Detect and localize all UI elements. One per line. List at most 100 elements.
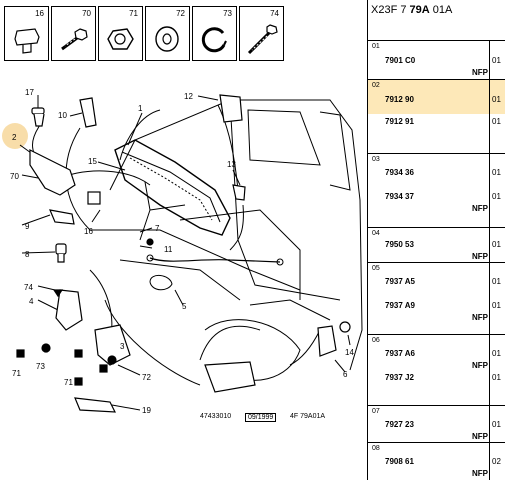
diagram-reference: 47433010: [200, 413, 232, 420]
column-divider: [489, 41, 490, 79]
thumb-70[interactable]: 70: [51, 6, 96, 61]
callout-2: 2: [12, 133, 17, 142]
part-qty: 01: [492, 420, 501, 429]
column-divider: [489, 114, 490, 153]
nfp-flag: NFP: [472, 469, 488, 478]
callout-12: 12: [184, 92, 193, 101]
header-bold: 79A: [409, 4, 430, 16]
part-code: 7937 A9: [385, 301, 415, 310]
part-code: 7937 A6: [385, 349, 415, 358]
column-divider: [489, 335, 490, 405]
header-prefix: X23F 7: [371, 4, 410, 16]
group-id: 04: [372, 230, 380, 237]
nut-icon: [107, 28, 134, 50]
group-id: 07: [372, 408, 380, 415]
callout-8: 8: [25, 250, 30, 259]
thumb-number: 70: [82, 9, 91, 18]
thumb-number: 16: [35, 9, 44, 18]
panel-header: X23F 7 79A 01A: [368, 0, 505, 20]
part-code: 7934 36: [385, 168, 414, 177]
part-group-08[interactable]: 08 7908 61 02 NFP: [368, 442, 505, 480]
part-group-05[interactable]: 05 7937 A5 01 7937 A9 01 NFP: [368, 262, 505, 334]
callout-70: 70: [10, 172, 19, 181]
diagram-drawing: [16, 94, 363, 413]
part-qty: 02: [492, 457, 501, 466]
column-divider: [489, 406, 490, 442]
part-qty: 01: [492, 277, 501, 286]
nfp-flag: NFP: [472, 68, 488, 77]
thumb-number: 74: [270, 9, 279, 18]
thumb-73[interactable]: 73: [192, 6, 237, 61]
parts-list-panel: X23F 7 79A 01A 01 7901 C0 01 NFP 02 7912 …: [367, 0, 505, 480]
group-id: 02: [372, 82, 380, 89]
part-code: 7950 53: [385, 240, 414, 249]
callout-10: 10: [58, 111, 67, 120]
callout-5: 5: [182, 302, 187, 311]
screw-icon: [61, 28, 88, 51]
nfp-flag: NFP: [472, 252, 488, 261]
thumb-number: 71: [129, 9, 138, 18]
thumb-16[interactable]: 16: [4, 6, 49, 61]
callout-13: 13: [227, 160, 236, 169]
spring-washer-icon: [201, 27, 227, 53]
callout-19: 19: [142, 406, 151, 415]
column-divider: [489, 80, 490, 114]
group-id: 08: [372, 445, 380, 452]
part-code: 7937 J2: [385, 373, 414, 382]
callout-73: 73: [36, 362, 45, 371]
part-qty: 01: [492, 301, 501, 310]
part-code: 7912 90: [385, 95, 414, 104]
column-divider: [489, 228, 490, 262]
part-group-01[interactable]: 01 7901 C0 01 NFP: [368, 40, 505, 79]
callout-1: 1: [138, 104, 143, 113]
part-qty: 01: [492, 95, 501, 104]
part-code: 7901 C0: [385, 56, 416, 65]
part-qty: 01: [492, 117, 501, 126]
group-id: 03: [372, 156, 380, 163]
exploded-parts-diagram: 16 70 71 72: [2, 6, 363, 422]
column-divider: [489, 154, 490, 227]
thumb-72[interactable]: 72: [145, 6, 190, 61]
callout-7: 7: [155, 224, 160, 233]
thumb-number: 72: [176, 9, 185, 18]
part-qty: 01: [492, 373, 501, 382]
callout-3: 3: [120, 342, 125, 351]
part-qty: 01: [492, 240, 501, 249]
callout-16: 16: [84, 227, 93, 236]
callout-17: 17: [25, 88, 34, 97]
part-group-04[interactable]: 04 7950 53 01 NFP: [368, 227, 505, 262]
callout-9: 9: [25, 222, 30, 231]
column-divider: [489, 263, 490, 334]
group-id: 05: [372, 265, 380, 272]
clip-icon: [14, 28, 40, 54]
callout-74: 74: [24, 283, 33, 292]
callout-72: 72: [142, 373, 151, 382]
diagram-date: 09/1999: [245, 413, 277, 422]
part-qty: 01: [492, 168, 501, 177]
header-suffix: 01A: [429, 4, 453, 16]
callout-71: 71: [12, 369, 21, 378]
long-screw-icon: [247, 24, 278, 55]
part-qty: 01: [492, 349, 501, 358]
callout-6: 6: [343, 370, 348, 379]
thumb-74[interactable]: 74: [239, 6, 284, 61]
part-code: 7908 61: [385, 457, 414, 466]
part-code: 7937 A5: [385, 277, 415, 286]
nfp-flag: NFP: [472, 313, 488, 322]
group-id: 01: [372, 43, 380, 50]
thumb-71[interactable]: 71: [98, 6, 143, 61]
washer-icon: [155, 26, 179, 52]
group-id: 06: [372, 337, 380, 344]
part-qty: 01: [492, 56, 501, 65]
thumb-number: 73: [223, 9, 232, 18]
part-group-02-highlight[interactable]: 02 7912 90 01: [368, 79, 505, 114]
callout-15: 15: [88, 157, 97, 166]
callout-71b: 71: [64, 378, 73, 387]
part-qty: 01: [492, 192, 501, 201]
callout-4: 4: [29, 297, 34, 306]
part-code: 7934 37: [385, 192, 414, 201]
